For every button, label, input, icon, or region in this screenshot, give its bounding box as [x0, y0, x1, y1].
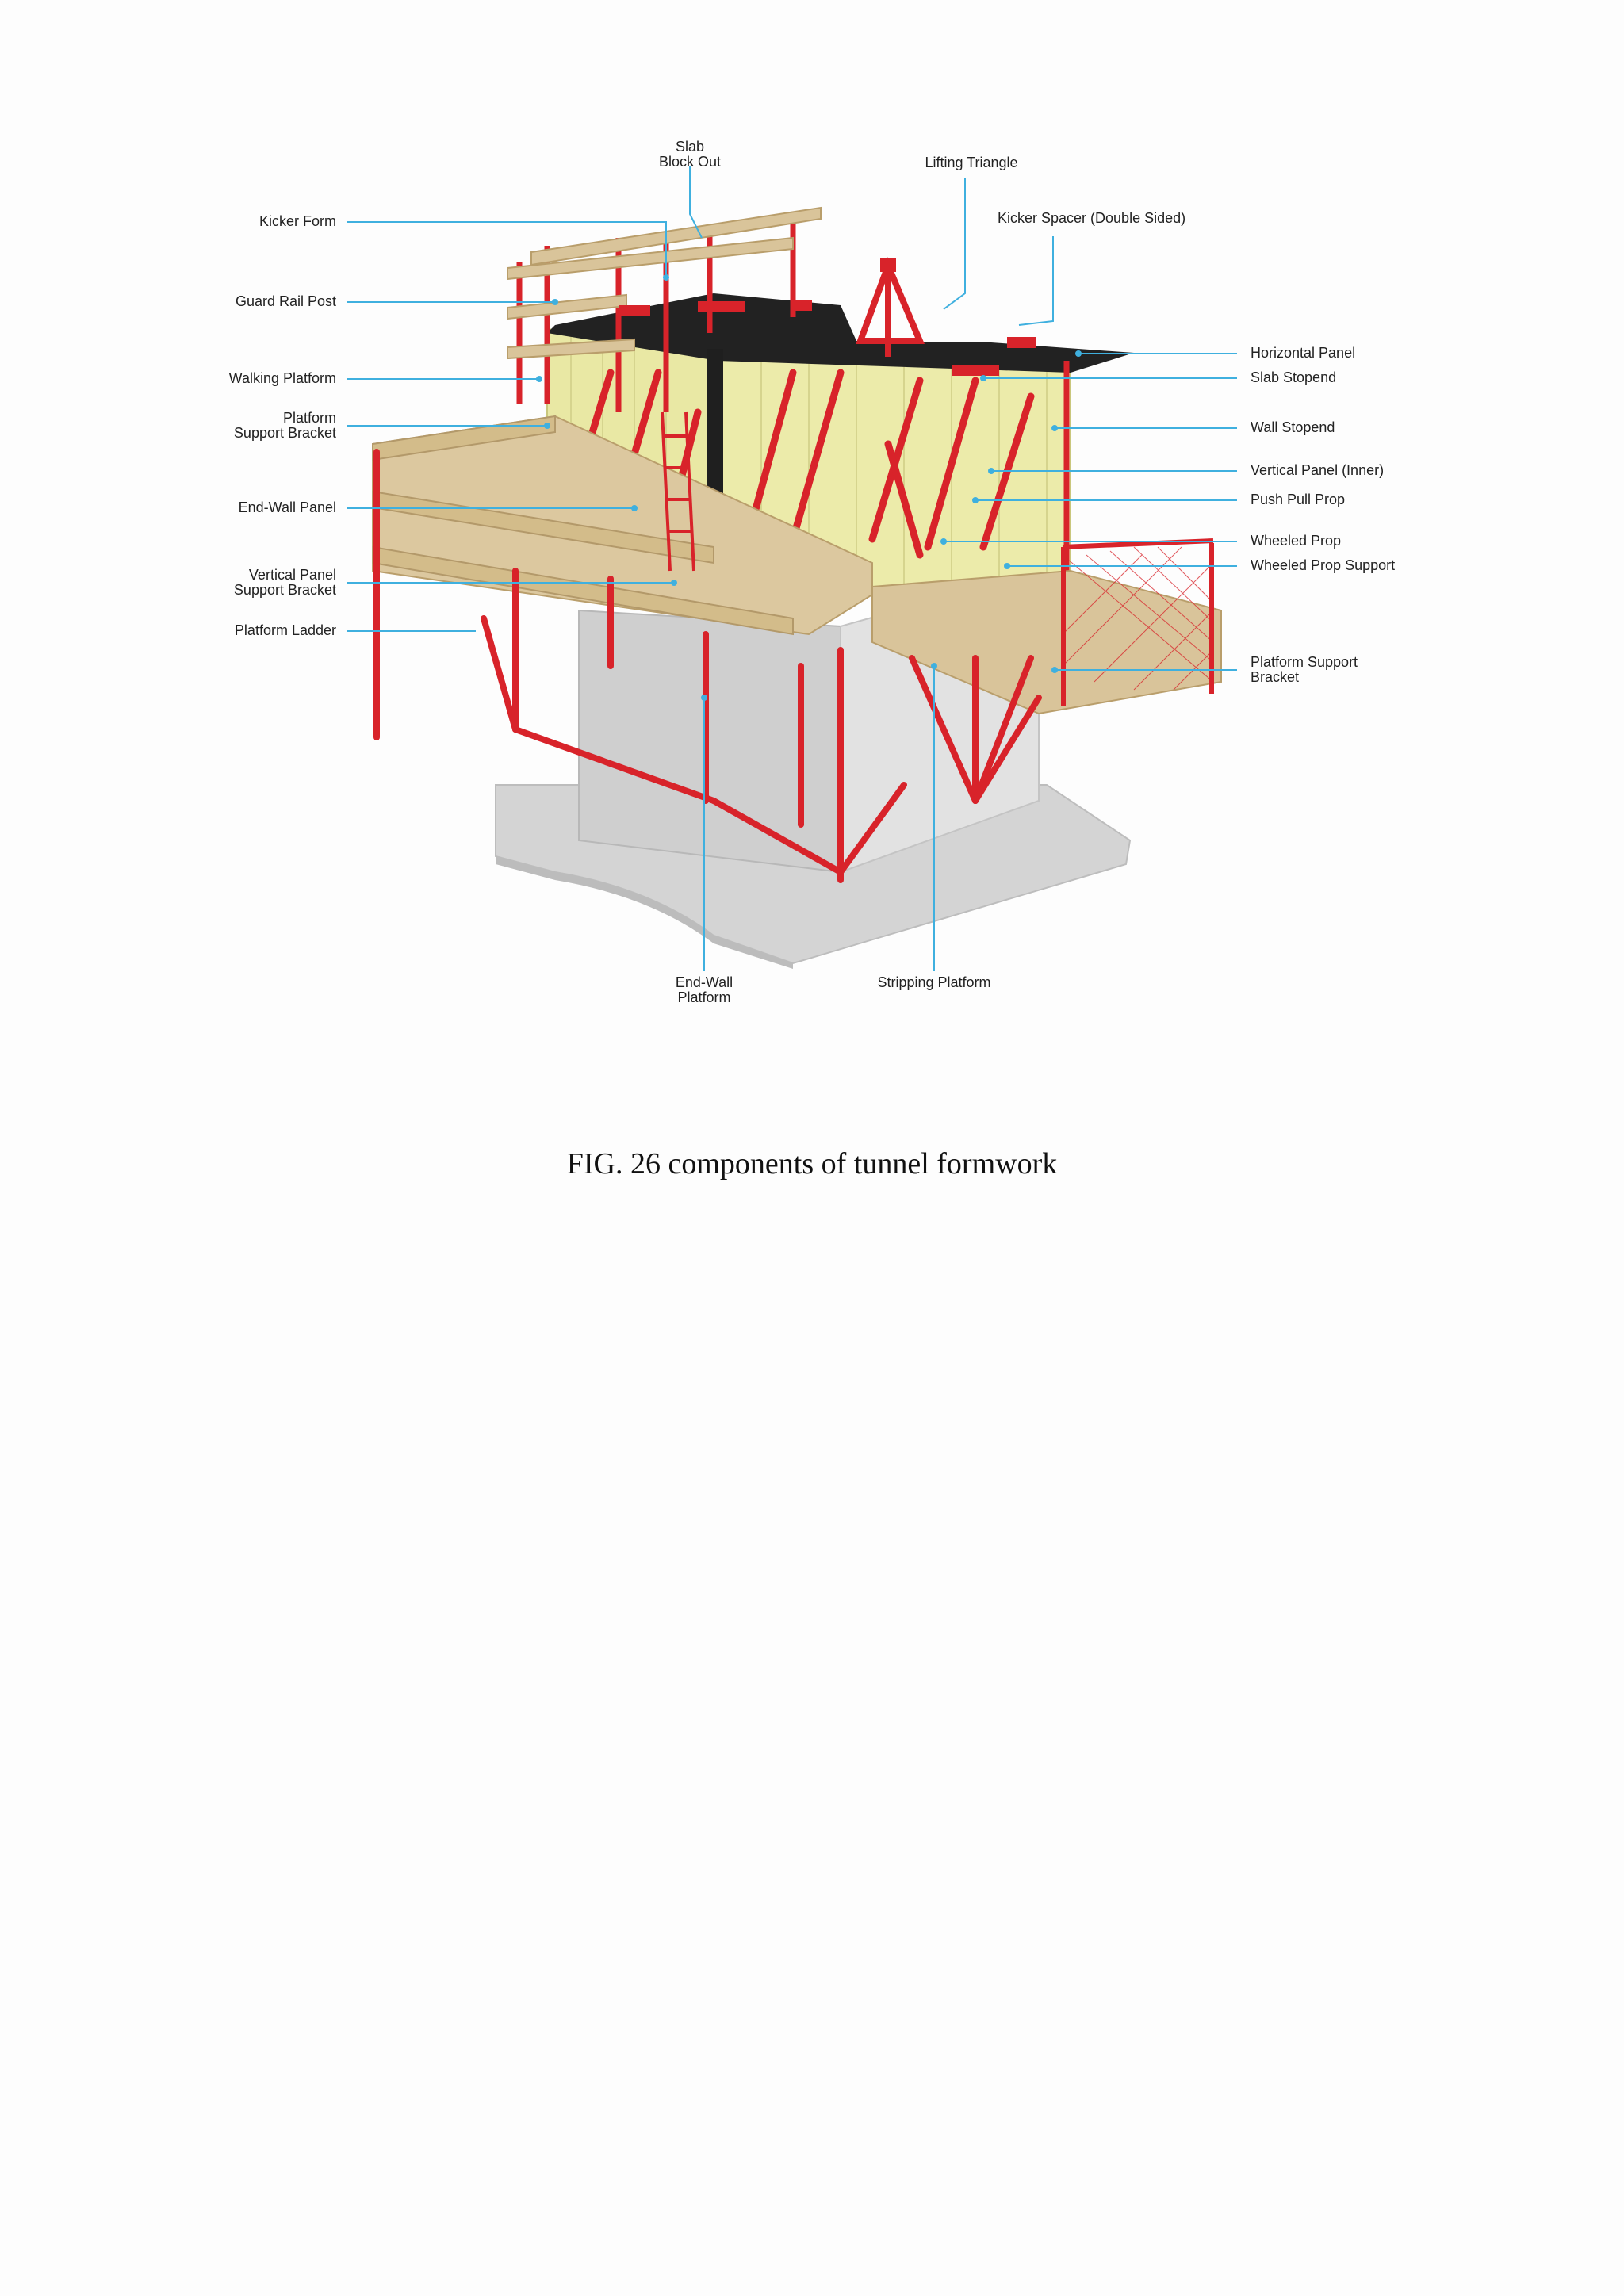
label-platform-support-bracket-right: Platform Support Bracket [1251, 654, 1358, 685]
label-slab-stopend: Slab Stopend [1251, 369, 1337, 385]
label-horizontal-panel: Horizontal Panel [1251, 345, 1356, 361]
label-kicker-form: Kicker Form [259, 213, 336, 229]
label-end-wall-platform: End-Wall Platform [675, 974, 733, 1005]
label-vertical-panel-inner: Vertical Panel (Inner) [1251, 462, 1385, 478]
label-platform-support-bracket-left: Platform Support Bracket [233, 410, 336, 441]
label-stripping-platform: Stripping Platform [877, 974, 991, 990]
label-wall-stopend: Wall Stopend [1251, 419, 1335, 435]
label-walking-platform: Walking Platform [228, 370, 336, 386]
horizontal-panel-shape [547, 293, 1134, 373]
label-guard-rail-post: Guard Rail Post [235, 293, 336, 309]
label-slab-block-out: Slab Block Out [658, 139, 722, 170]
label-wheeled-prop-support: Wheeled Prop Support [1251, 557, 1396, 573]
tunnel-formwork-illustration [347, 166, 1237, 971]
figure-caption: FIG. 26 components of tunnel formwork [566, 1147, 1058, 1181]
label-lifting-triangle: Lifting Triangle [925, 155, 1018, 170]
stripping-platform-deck [871, 569, 1222, 715]
concrete-base-front [496, 856, 793, 969]
label-vertical-panel-support-bracket: Vertical Panel Support Bracket [233, 567, 336, 598]
label-end-wall-panel: End-Wall Panel [238, 499, 336, 515]
label-kicker-spacer: Kicker Spacer (Double Sided) [998, 210, 1186, 226]
label-push-pull-prop: Push Pull Prop [1251, 492, 1346, 507]
label-wheeled-prop: Wheeled Prop [1251, 533, 1342, 549]
label-platform-ladder: Platform Ladder [234, 622, 336, 638]
